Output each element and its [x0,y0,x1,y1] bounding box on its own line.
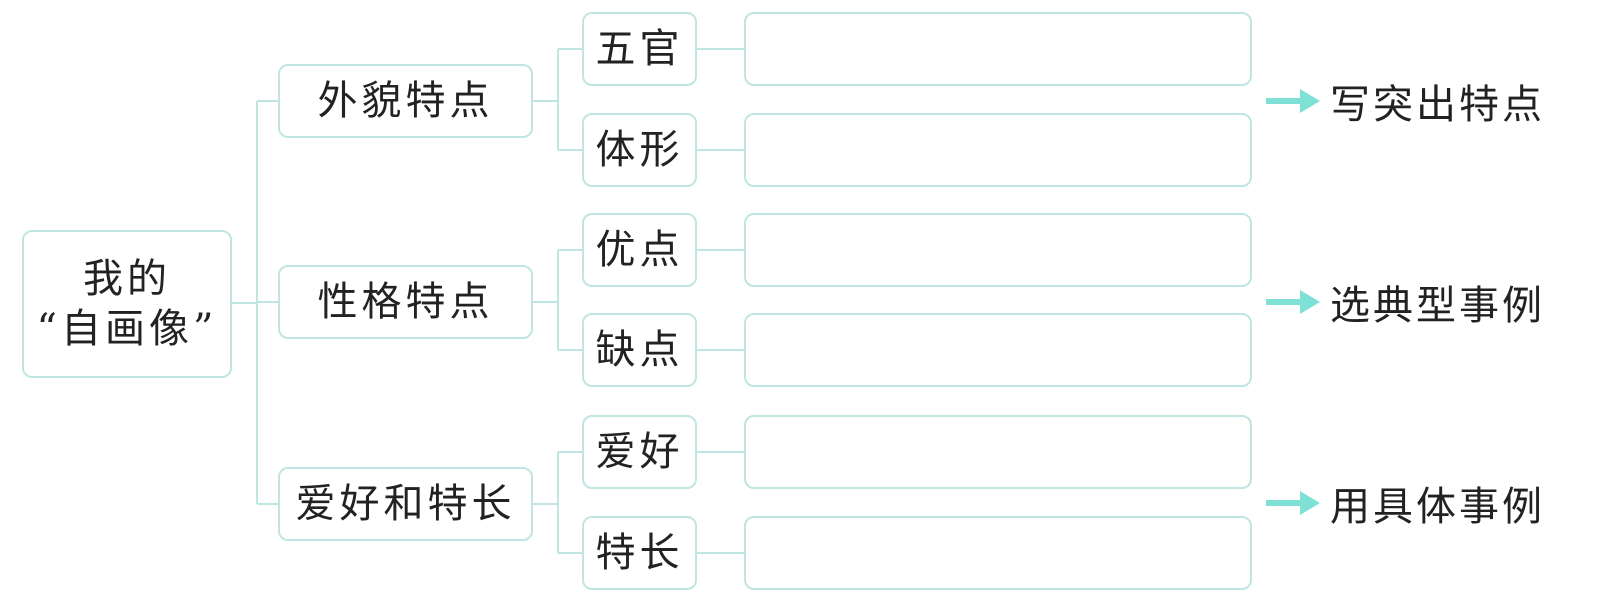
tip-label: 用具体事例 [1330,484,1545,530]
category-appearance: 外貌特点 [278,64,533,138]
answer-box-facial-features[interactable] [744,12,1252,86]
sub-item-body-shape: 体形 [582,113,697,187]
sub-item-specialty: 特长 [582,516,697,590]
tip-label: 写突出特点 [1330,82,1545,128]
arrow-right-icon [1266,290,1320,314]
arrow-right-icon [1266,89,1320,113]
answer-box-specialty[interactable] [744,516,1252,590]
answer-box-strengths[interactable] [744,213,1252,287]
sub-item-weaknesses: 缺点 [582,313,697,387]
tip-hobbies: 用具体事例 [1266,478,1545,530]
answer-box-body-shape[interactable] [744,113,1252,187]
root-node: 我的 “自画像” [22,230,232,378]
arrow-right-icon [1266,491,1320,515]
tip-appearance: 写突出特点 [1266,76,1545,128]
root-label-line1: 我的 [83,256,171,302]
sub-item-facial-features: 五官 [582,12,697,86]
sub-item-hobby: 爱好 [582,415,697,489]
answer-box-weaknesses[interactable] [744,313,1252,387]
category-hobbies: 爱好和特长 [278,467,533,541]
category-personality: 性格特点 [278,265,533,339]
tip-label: 选典型事例 [1330,283,1545,329]
tip-personality: 选典型事例 [1266,277,1545,329]
sub-item-strengths: 优点 [582,213,697,287]
root-label-line2: “自画像” [36,306,218,352]
answer-box-hobby[interactable] [744,415,1252,489]
